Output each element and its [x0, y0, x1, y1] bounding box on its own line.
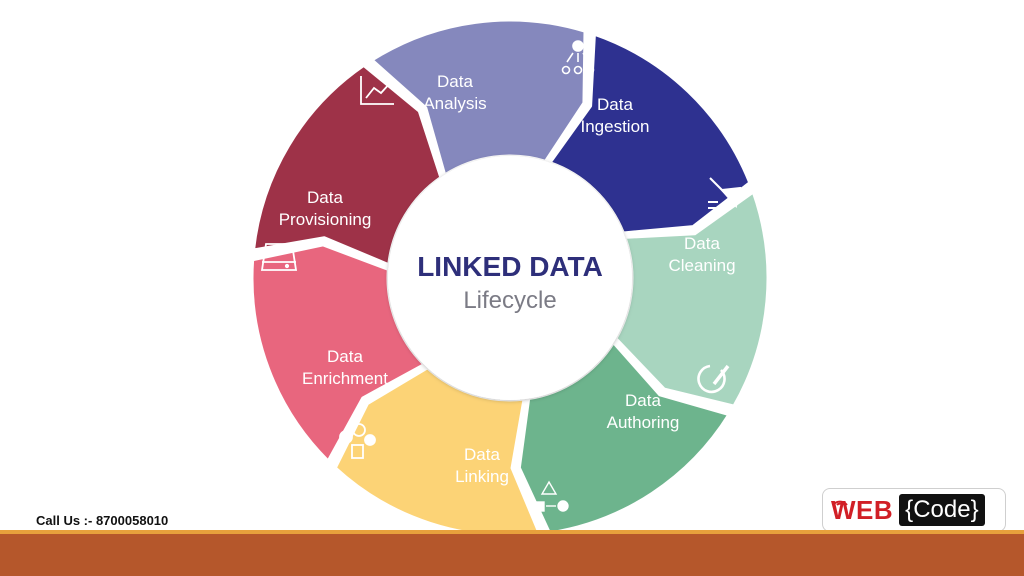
svg-text:Data: Data: [464, 445, 500, 464]
contact-phone: Call Us :- 8700058010: [36, 513, 169, 528]
svg-text:Provisioning: Provisioning: [279, 210, 372, 229]
center-subtitle: Lifecycle: [463, 287, 556, 314]
webcode-logo[interactable]: WEB {Code}: [822, 488, 1006, 532]
svg-text:Linking: Linking: [455, 467, 509, 486]
svg-text:Analysis: Analysis: [423, 94, 486, 113]
segment-label-data-ingestion: Data Ingestion: [581, 95, 650, 136]
footer-bar: [0, 530, 1024, 576]
svg-text:Data: Data: [437, 72, 473, 91]
svg-text:Ingestion: Ingestion: [581, 117, 650, 136]
segment-label-data-analysis: Data Analysis: [423, 72, 486, 113]
drive-icon: [260, 243, 298, 271]
segment-label-data-cleaning: Data Cleaning: [668, 234, 735, 275]
hierarchy-icon: [561, 40, 595, 75]
segment-label-data-authoring: Data Authoring: [607, 391, 680, 432]
svg-text:Data: Data: [597, 95, 633, 114]
broom-icon: [708, 177, 742, 209]
svg-text:Data: Data: [625, 391, 661, 410]
edit-icon: [697, 364, 730, 394]
flow-icon: [534, 480, 569, 512]
segment-label-data-enrichment: Data Enrichment: [302, 347, 388, 388]
center-circle: [388, 156, 632, 400]
center-title: LINKED DATA: [417, 251, 603, 282]
line-chart-icon: [360, 76, 394, 105]
svg-text:Data: Data: [327, 347, 363, 366]
logo-code-text: {Code}: [899, 494, 985, 526]
svg-text:Authoring: Authoring: [607, 413, 680, 432]
svg-text:Cleaning: Cleaning: [668, 256, 735, 275]
segment-label-data-linking: Data Linking: [455, 445, 509, 486]
signal-icon: [832, 500, 848, 506]
segment-label-data-provisioning: Data Provisioning: [279, 188, 372, 229]
svg-text:Data: Data: [684, 234, 720, 253]
shapes-icon: [339, 423, 376, 459]
svg-text:Data: Data: [307, 188, 343, 207]
logo-web-text: WEB: [831, 494, 894, 525]
svg-text:Enrichment: Enrichment: [302, 369, 388, 388]
